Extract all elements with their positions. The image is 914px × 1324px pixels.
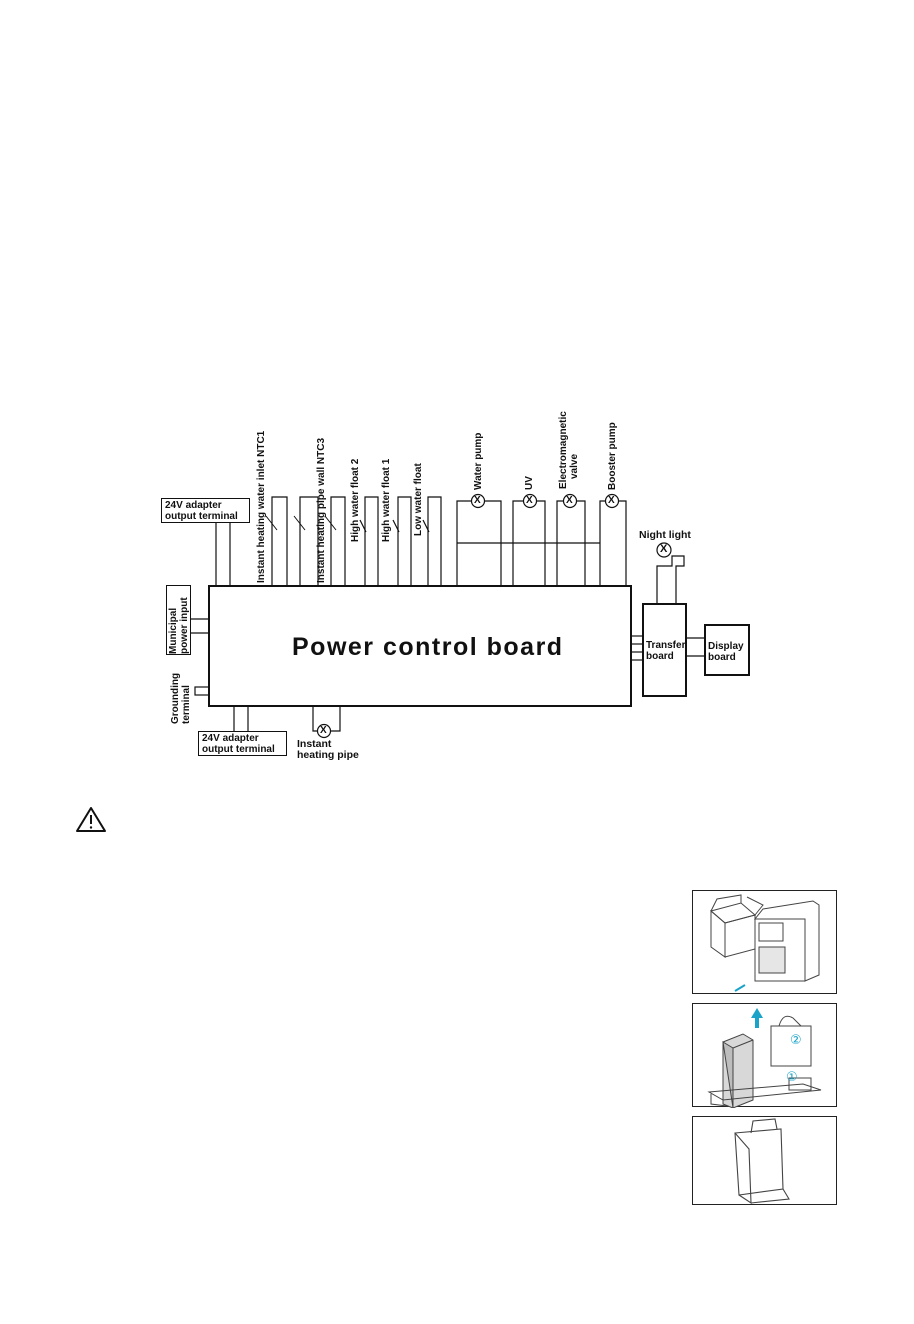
water-tank-illustration [692,1116,837,1205]
night-light-label: Night light [639,529,691,541]
wiring-diagram [191,493,704,739]
ntc1-label: Instant heating water inlet NTC1 [256,430,267,583]
booster-label: Booster pump [607,422,618,490]
ntc3-label: Instant heating pipe wall NTC3 [316,437,327,583]
uv-label: UV [524,476,535,490]
tank-removal-illustration: ② ① [692,1003,837,1108]
uv-symbol: X [526,495,533,506]
municipal-input-box [166,585,191,655]
power-control-board: Power control board [208,585,632,707]
night-light-symbol: X [660,543,668,555]
float2-label: High water float 2 [350,458,361,542]
power-control-board-label: Power control board [292,633,564,661]
water-pump-label: Water pump [473,432,484,490]
heating-pipe-symbol: X [320,725,327,736]
valve-symbol: X [566,495,573,506]
step-1-marker: ① [786,1070,798,1085]
load-symbols [316,493,672,739]
step-2-marker: ② [790,1033,802,1048]
unboxing-illustration [692,890,837,994]
low-float-label: Low water float [413,463,424,536]
float1-label: High water float 1 [381,458,392,542]
booster-symbol: X [608,495,615,506]
water-pump-symbol: X [474,495,481,506]
